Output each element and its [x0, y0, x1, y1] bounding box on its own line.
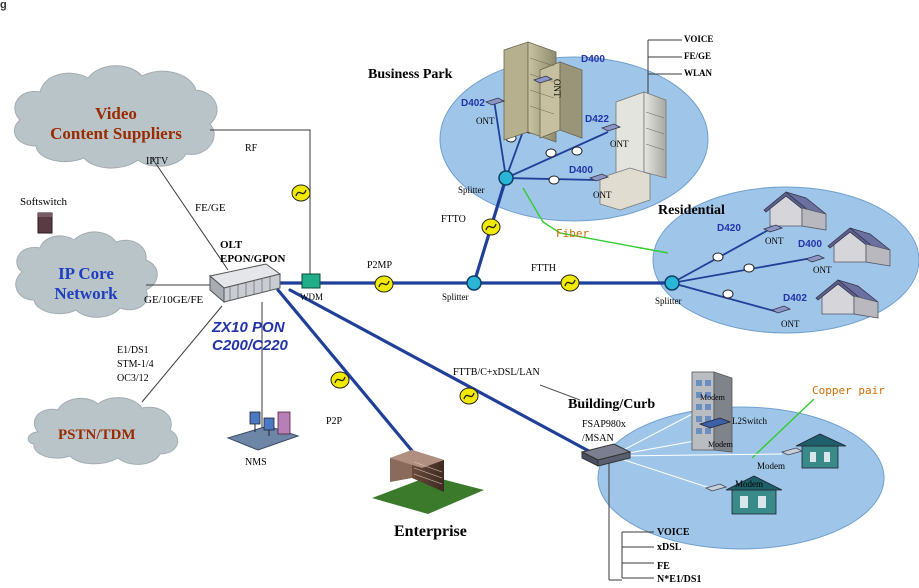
video-content-cloud-label: Video Content Suppliers	[50, 104, 182, 144]
wdm-box	[301, 273, 321, 289]
softswitch-device	[37, 212, 53, 234]
video-content-cloud	[14, 65, 218, 169]
annotation-lines	[522, 187, 815, 459]
splitter-residential-label: Splitter	[655, 296, 682, 306]
d420-label: D420	[717, 223, 741, 234]
building-curb-area	[597, 406, 885, 550]
pstn-tdm-cloud	[27, 397, 179, 465]
fsap-msan-device	[580, 443, 632, 467]
splitter-main	[466, 275, 482, 291]
ip-core-network-cloud	[15, 231, 158, 318]
zx10-model-label: C200/C220	[212, 337, 288, 354]
bc-service-voice: VOICE	[657, 527, 690, 538]
splitter-business	[498, 170, 514, 186]
modem-label: Modem	[735, 479, 763, 489]
curb-houses	[725, 433, 847, 515]
splitter-main-label: Splitter	[442, 292, 469, 302]
d400-res-label: D400	[798, 239, 822, 250]
coupler-icon	[560, 274, 580, 292]
stm-label: STM-1/4	[117, 359, 154, 370]
d402-label: D402	[461, 98, 485, 109]
fttb-label: FTTB/C+xDSL/LAN	[453, 367, 540, 378]
business-ont-icons	[484, 75, 622, 182]
oc3-label: OC3/12	[117, 373, 149, 384]
ont-label: ONT	[476, 116, 495, 126]
bp-service-voice: VOICE	[684, 34, 714, 44]
thin-links	[141, 39, 682, 581]
p2mp-label: P2MP	[367, 260, 393, 271]
wdm-label: WDM	[300, 292, 323, 302]
enterprise-label: Enterprise	[394, 523, 467, 540]
olt-label: OLT	[220, 239, 243, 251]
ftth-label: FTTH	[531, 263, 556, 274]
softswitch-label: Softswitch	[20, 196, 68, 208]
bc-service-fe: FE	[657, 561, 670, 572]
residential-houses	[763, 191, 891, 319]
modem-icons	[704, 447, 804, 492]
business-park-title: Business Park	[368, 67, 453, 82]
enterprise-building	[372, 450, 484, 514]
residential-title: Residential	[658, 203, 725, 218]
d422-label: D422	[585, 114, 609, 125]
fsap-label-line2: /MSAN	[582, 433, 614, 444]
bp-service-wlan: WLAN	[684, 68, 713, 78]
splitter-business-label: Splitter	[458, 185, 485, 195]
modem-label: Modem	[700, 393, 725, 402]
residential-ont-icons	[762, 224, 826, 314]
ont-label: ONT	[765, 236, 784, 246]
iptv-label: IPTV	[146, 156, 169, 167]
bc-service-xdsl: xDSL	[657, 542, 682, 553]
ont-label: ONT	[813, 265, 832, 275]
ont-label: ONT	[781, 319, 800, 329]
building-curb-title: Building/Curb	[568, 397, 656, 412]
coupler-icon	[481, 218, 501, 236]
coupler-icon	[330, 371, 350, 389]
fsap-label-line1: FSAP980x	[582, 419, 626, 430]
epon-gpon-label: EPON/GPON	[220, 253, 286, 265]
business-park-buildings	[503, 41, 667, 211]
splitter-residential	[664, 275, 680, 291]
l2switch-label: L2Switch	[732, 416, 767, 426]
olt-device	[208, 263, 282, 304]
bp-service-fe-ge: FE/GE	[684, 51, 712, 61]
coupler-icon	[291, 184, 311, 202]
fiber-label: Fiber	[556, 227, 590, 240]
rf-label: RF	[245, 143, 258, 154]
e1-ds1-label: E1/DS1	[117, 345, 149, 356]
nms-workstation	[226, 411, 300, 451]
ont-label: ONT	[610, 139, 629, 149]
coupler-icon	[374, 275, 394, 293]
ip-core-network-label: IP Core Network	[54, 264, 118, 303]
nms-label: NMS	[245, 457, 267, 468]
multi-tenant-building	[691, 371, 733, 453]
pstn-tdm-label: PSTN/TDM	[58, 427, 136, 443]
coupler-icon	[459, 387, 479, 405]
copper-pair-label: Copper pair	[812, 384, 885, 397]
modem-label: Modem	[708, 440, 733, 449]
ont-label: ONT	[552, 79, 562, 98]
ont-label: ONT	[593, 190, 612, 200]
p2p-label: P2P	[326, 416, 343, 427]
modem-label: Modem	[757, 461, 785, 471]
d402-res-label: D402	[783, 293, 807, 304]
d400-bottom-label: D400	[569, 165, 593, 176]
ftto-label: FTTO	[441, 214, 466, 225]
bc-service-ne1: N*E1/DS1	[657, 574, 702, 585]
zx10-pon-label: ZX10 PON	[212, 319, 285, 336]
coupler-icons	[291, 184, 580, 405]
ge-10ge-fe-label: GE/10GE/FE	[144, 294, 204, 306]
d400-top-label: D400	[581, 54, 605, 65]
fe-ge-label: FE/GE	[195, 202, 226, 214]
figure-label: g	[0, 0, 7, 11]
